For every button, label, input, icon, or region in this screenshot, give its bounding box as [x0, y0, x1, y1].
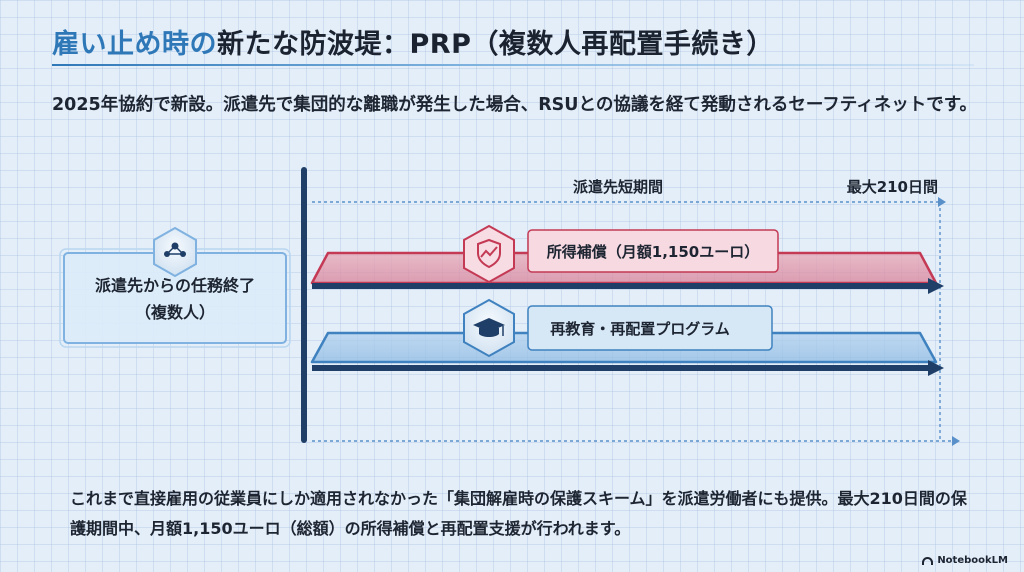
max-duration-label: 最大210日間 — [847, 178, 938, 196]
trigger-box-line1: 派遣先からの任務終了 — [95, 276, 255, 295]
intro-text: 2025年協約で新設。派遣先で集団的な離職が発生した場合、RSUとの協議を経て発… — [52, 95, 977, 115]
notebooklm-logo-text: NotebookLM — [937, 555, 1008, 566]
shield-income-icon — [463, 224, 515, 284]
income-label-box: 所得補償（月額1,150ユーロ） — [527, 229, 779, 273]
trigger-box-line2: （複数人） — [135, 303, 215, 322]
income-label: 所得補償（月額1,150ユーロ） — [547, 243, 759, 261]
page-title: 雇い止め時の新たな防波堤：PRP（複数人再配置手続き） — [52, 22, 774, 61]
notebooklm-logo: NotebookLM — [922, 555, 1008, 566]
period-label: 派遣先短期間 — [573, 178, 663, 196]
trigger-box: 派遣先からの任務終了 （複数人） — [59, 248, 291, 348]
graduation-cap-icon — [463, 298, 515, 358]
people-network-icon — [153, 226, 197, 278]
page-title-rest: 新たな防波堤：PRP（複数人再配置手続き） — [217, 29, 774, 60]
summary-text: これまで直接雇用の従業員にしか適用されなかった「集団解雇時の保護スキーム」を派遣… — [70, 489, 967, 538]
notebooklm-logo-icon — [922, 556, 934, 565]
retraining-label-box: 再教育・再配置プログラム — [527, 305, 773, 351]
retraining-label: 再教育・再配置プログラム — [550, 320, 730, 338]
title-underline — [52, 64, 974, 66]
page-title-accent: 雇い止め時の — [52, 29, 217, 60]
period-dashed-line — [312, 197, 946, 207]
axis-bottom-dashed-line — [312, 436, 960, 446]
